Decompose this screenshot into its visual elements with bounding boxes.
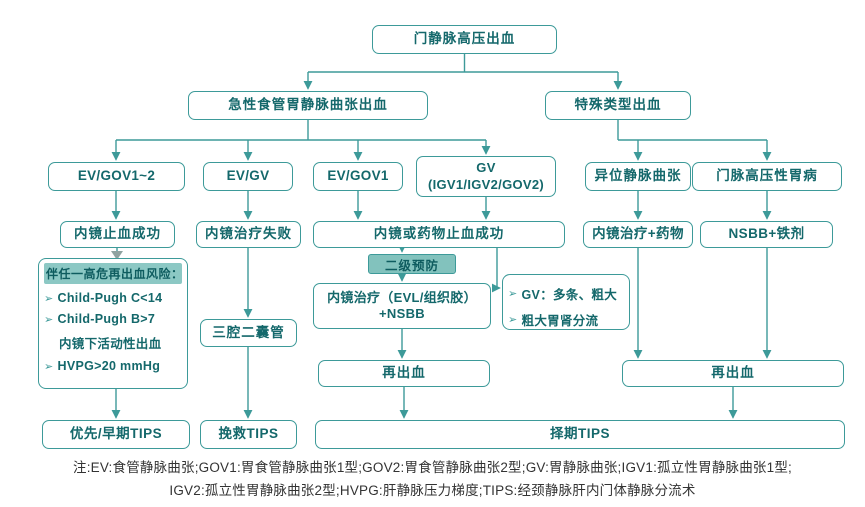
footnote-line-1: 注:EV:食管静脉曲张;GOV1:胃食管静脉曲张1型;GOV2:胃食管静脉曲张2… [73, 460, 792, 475]
gv-criteria-item-1: ➢ GV：多条、粗大 [508, 284, 624, 303]
risk-item-4-label: HVPG>20 mmHg [57, 359, 161, 373]
node-ev-gov12: EV/GOV1~2 [48, 162, 185, 191]
risk-item-2: ➢ Child-Pugh B>7 [44, 312, 182, 326]
node-endoscopic-hemostasis-success: 内镜止血成功 [60, 221, 175, 248]
node-ev-gov1: EV/GOV1 [313, 162, 403, 191]
arrow-bullet-icon: ➢ [44, 292, 54, 305]
footnote-line-2: IGV2:孤立性胃静脉曲张2型;HVPG:肝静脉压力梯度;TIPS:经颈静脉肝内… [169, 482, 696, 498]
risk-item-3: 内镜下活动性出血 [44, 333, 182, 352]
risk-item-1-label: Child-Pugh C<14 [57, 291, 163, 305]
risk-panel: 伴任一高危再出血风险： ➢ Child-Pugh C<14 ➢ Child-Pu… [38, 258, 188, 389]
node-endoscopic-treatment-failure: 内镜治疗失败 [196, 221, 301, 248]
node-elective-tips: 择期TIPS [315, 420, 845, 449]
footnote: 注:EV:食管静脉曲张;GOV1:胃食管静脉曲张1型;GOV2:胃食管静脉曲张2… [0, 457, 865, 503]
node-endoscopic-treatment-plus-drugs: 内镜治疗+药物 [583, 221, 693, 248]
secondary-prevention-tag: 二级预防 [368, 254, 456, 274]
node-early-tips: 优先/早期TIPS [42, 420, 190, 449]
gv-criteria-item-1-label: GV：多条、粗大 [521, 288, 617, 302]
node-evl-nsbb: 内镜治疗（EVL/组织胶） +NSBB [313, 283, 491, 329]
arrow-bullet-icon: ➢ [508, 288, 518, 300]
node-salvage-tips: 挽救TIPS [200, 420, 297, 449]
risk-item-1: ➢ Child-Pugh C<14 [44, 291, 182, 305]
gv-criteria-item-2-label: 粗大胃肾分流 [521, 314, 599, 328]
risk-item-3-label: 内镜下活动性出血 [59, 337, 162, 351]
arrow-bullet-icon: ➢ [508, 314, 518, 326]
gv-criteria-panel: ➢ GV：多条、粗大 ➢ 粗大胃肾分流 [502, 274, 630, 330]
node-gv-line1: GV [476, 160, 496, 176]
node-special-type-bleed: 特殊类型出血 [545, 91, 691, 120]
risk-item-4: ➢ HVPG>20 mmHg [44, 359, 182, 373]
node-ev-gv: EV/GV [203, 162, 293, 191]
node-portal-hypertension-bleed: 门静脉高压出血 [372, 25, 557, 54]
gray-arrowhead-icon [111, 251, 123, 260]
node-evl-line2: +NSBB [379, 306, 425, 321]
risk-item-2-label: Child-Pugh B>7 [57, 312, 156, 326]
node-gv-igv: GV (IGV1/IGV2/GOV2) [416, 156, 556, 197]
node-gv-line2: (IGV1/IGV2/GOV2) [427, 176, 545, 192]
arrow-bullet-icon: ➢ [44, 313, 54, 326]
node-portal-hypertensive-gastropathy: 门脉高压性胃病 [692, 162, 842, 191]
node-rebleeding-right: 再出血 [622, 360, 844, 387]
node-acute-variceal-bleed: 急性食管胃静脉曲张出血 [188, 91, 428, 120]
arrow-bullet-icon: ➢ [44, 360, 54, 373]
node-nsbb-plus-iron: NSBB+铁剂 [700, 221, 833, 248]
risk-panel-header: 伴任一高危再出血风险： [44, 263, 183, 284]
node-balloon-tamponade: 三腔二囊管 [200, 319, 297, 347]
node-ectopic-varices: 异位静脉曲张 [585, 162, 691, 191]
node-endo-or-drug-hemostasis-success: 内镜或药物止血成功 [313, 221, 565, 248]
connector-lines [111, 54, 772, 419]
node-evl-line1: 内镜治疗（EVL/组织胶） [327, 289, 477, 305]
gv-criteria-item-2: ➢ 粗大胃肾分流 [508, 310, 624, 329]
node-rebleeding-left: 再出血 [318, 360, 490, 387]
